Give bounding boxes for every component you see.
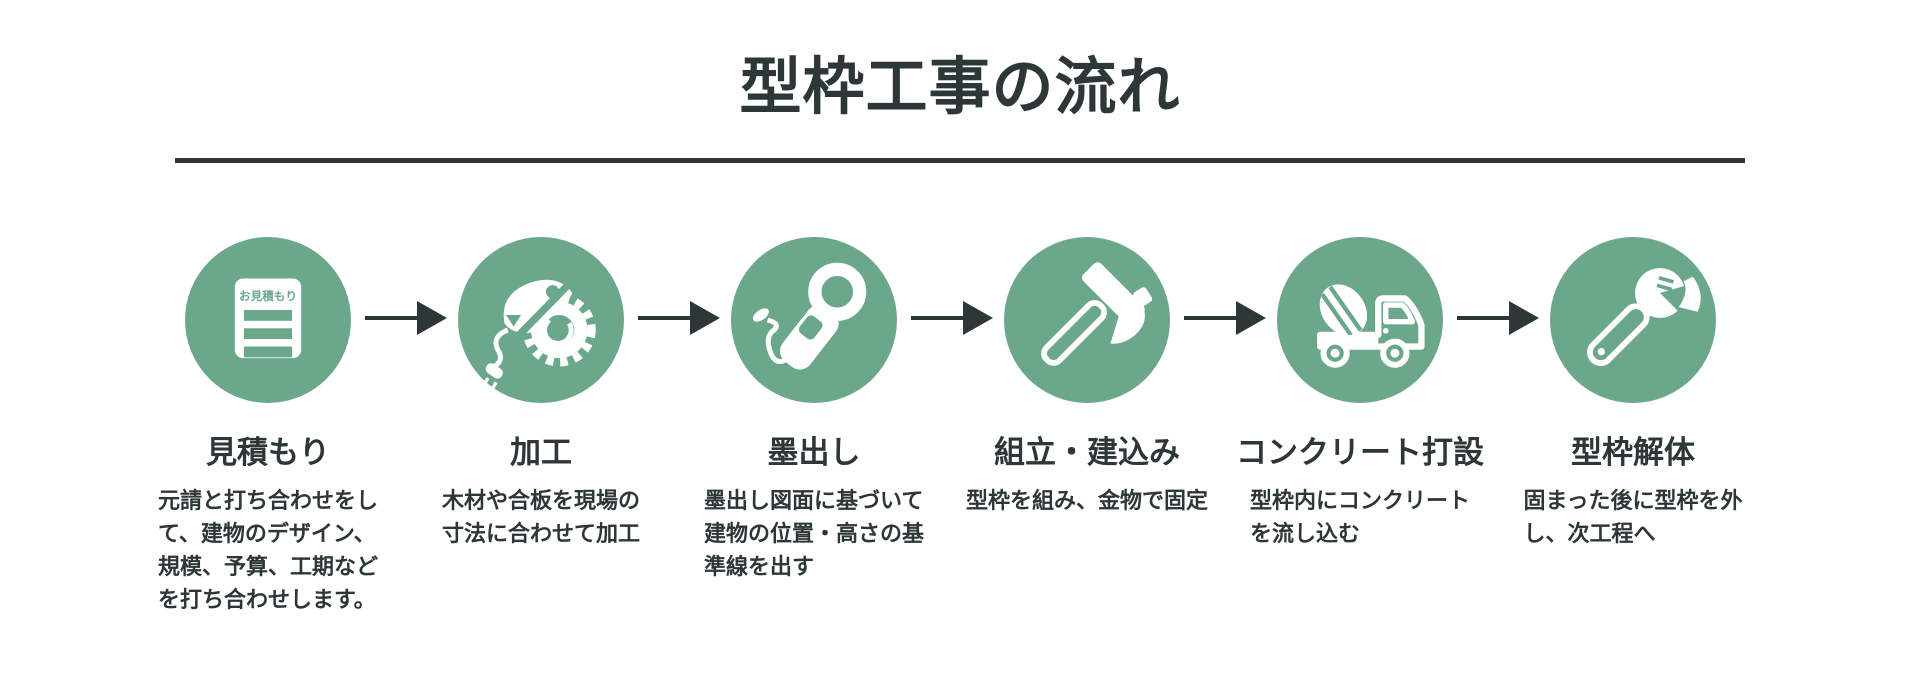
flow-step-concrete-pouring: コンクリート打設 型枠内にコンクリート を流し込む xyxy=(1223,237,1497,551)
step-description: 元請と打ち合わせをし て、建物のデザイン、 規模、予算、工期など を打ち合わせし… xyxy=(157,489,378,613)
flow-step-marking: 墨出し 墨出し図面に基づいて 建物の位置・高さの基 準線を出す xyxy=(677,237,951,584)
flow-step-estimate: お見積もり 見積もり 元請と打ち合わせをし て、建物のデザイン、 規模、予算、工… xyxy=(131,237,405,617)
flow-step-dismantling: 型枠解体 固まった後に型枠を外 し、次工程へ xyxy=(1496,237,1770,551)
step-description: 墨出し図面に基づいて 建物の位置・高さの基 準線を出す xyxy=(703,489,924,580)
step-icon-circle xyxy=(458,237,624,403)
step-title: 見積もり xyxy=(206,435,330,471)
step-title: 墨出し xyxy=(767,435,861,471)
step-description: 固まった後に型枠を外 し、次工程へ xyxy=(1523,489,1743,547)
step-icon-circle xyxy=(731,237,897,403)
arrow-right-icon xyxy=(638,301,720,335)
step-description: 型枠を組み、金物で固定 xyxy=(965,489,1208,514)
flow-step-assembly: 組立・建込み 型枠を組み、金物で固定 xyxy=(950,237,1224,518)
step-title: コンクリート打設 xyxy=(1236,435,1484,471)
step-title: 加工 xyxy=(510,435,572,471)
arrow-right-icon xyxy=(911,301,993,335)
step-icon-circle xyxy=(1277,237,1443,403)
step-icon-circle: お見積もり xyxy=(185,237,351,403)
arrow-right-icon xyxy=(1457,301,1539,335)
estimate-document-icon: お見積もり xyxy=(234,278,302,359)
step-description: 木材や合板を現場の 寸法に合わせて加工 xyxy=(441,489,640,547)
step-icon-circle xyxy=(1550,237,1716,403)
flow-step-processing: 加工 木材や合板を現場の 寸法に合わせて加工 xyxy=(404,237,678,551)
title-divider xyxy=(175,158,1745,163)
step-title: 組立・建込み xyxy=(994,435,1180,471)
page-title: 型枠工事の流れ xyxy=(739,50,1181,123)
arrow-right-icon xyxy=(1184,301,1266,335)
concrete-mixer-truck-icon xyxy=(1317,284,1425,368)
arrow-right-icon xyxy=(365,301,447,335)
adjustable-wrench-icon xyxy=(1587,268,1701,366)
estimate-document-label: お見積もり xyxy=(239,289,297,303)
step-icon-circle xyxy=(1004,237,1170,403)
step-title: 型枠解体 xyxy=(1571,435,1695,471)
ink-marking-tool-icon xyxy=(752,262,867,370)
step-description: 型枠内にコンクリート を流し込む xyxy=(1249,489,1470,547)
circular-saw-icon xyxy=(482,267,596,391)
hammer-icon xyxy=(1041,262,1153,366)
